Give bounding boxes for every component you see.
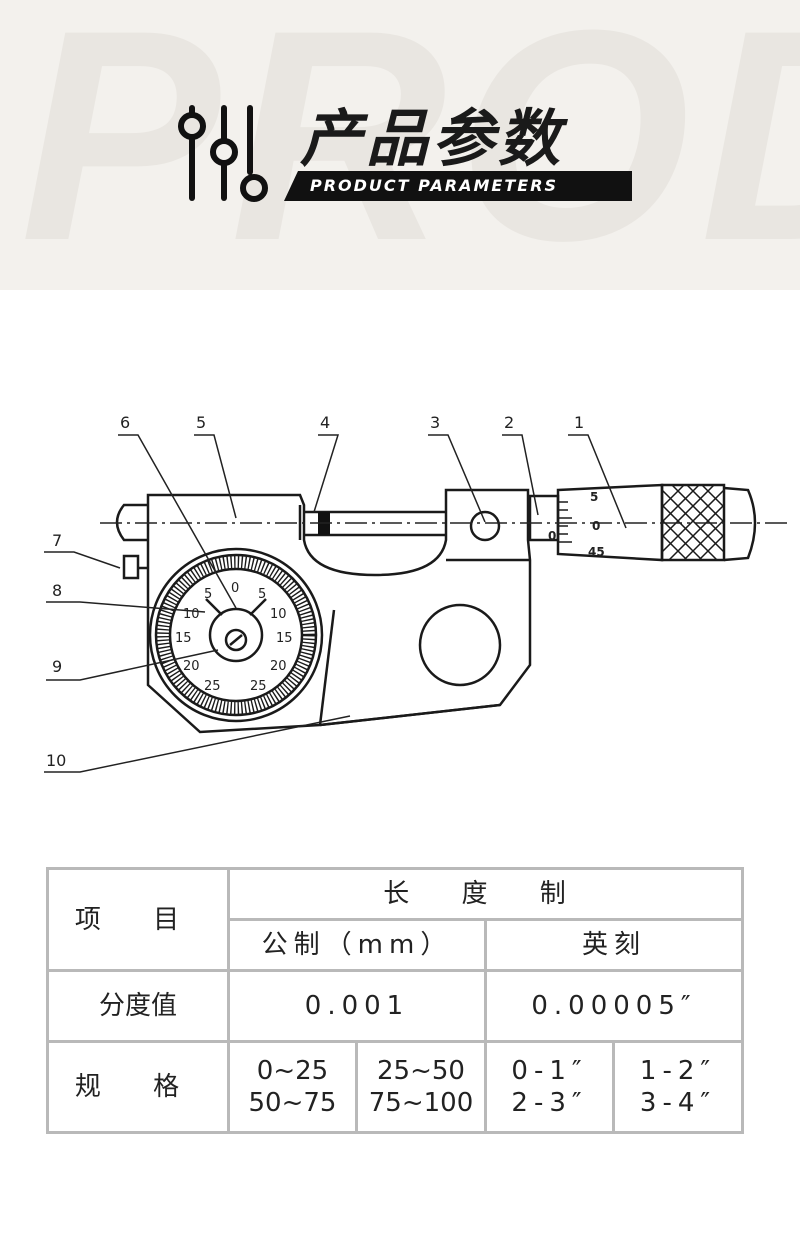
dial-number: 5: [258, 587, 266, 602]
metric-header-cell: 公制（mm）: [227, 918, 487, 972]
range-value: 25~50: [377, 1056, 465, 1086]
header-banner: PRODU 产品参数 PRODUCT PARAMETERS: [0, 0, 800, 290]
table-row: 规 格 0~25 50~75 25~50 75~100 0-1″ 2-3″ 1-…: [46, 1040, 744, 1134]
part-label-10: 10: [46, 751, 66, 770]
part-label-3: 3: [430, 413, 440, 432]
range-value: 50~75: [248, 1088, 337, 1118]
dial-number: 0: [231, 581, 239, 596]
subtitle-bar: [284, 171, 632, 201]
spec-label-cell: 规 格: [46, 1040, 230, 1134]
part-label-1: 1: [574, 413, 584, 432]
dial-number: 15: [175, 631, 192, 646]
sliders-icon: [178, 105, 268, 202]
watermark-text: PRODU: [20, 0, 800, 290]
spec-table: 项 目 长 度 制 公制（mm） 英刻 分度值 0.001 0.00005″ 规…: [46, 867, 744, 1134]
length-system-cell: 长 度 制: [227, 867, 744, 921]
dial-number: 25: [250, 679, 267, 694]
part-label-5: 5: [196, 413, 206, 432]
dial-number: 10: [183, 607, 200, 622]
dial-number: 20: [270, 659, 287, 674]
part-label-4: 4: [320, 413, 330, 432]
thimble-number: 5: [590, 490, 598, 504]
part-label-2: 2: [504, 413, 514, 432]
part-label-6: 6: [120, 413, 130, 432]
range-cell: 0-1″ 2-3″: [484, 1040, 615, 1134]
table-row: 项 目 长 度 制: [46, 867, 744, 972]
part-label-8: 8: [52, 581, 62, 600]
range-value: 1-2″: [639, 1056, 717, 1086]
range-cell: 0~25 50~75: [227, 1040, 358, 1134]
thimble-number: 45: [588, 545, 605, 559]
part-label-9: 9: [52, 657, 62, 676]
range-cell: 1-2″ 3-4″: [612, 1040, 744, 1134]
micrometer-diagram: 1 2 3 4 5 6 7 8 9 10 0 5 10 15 20 25 5 1…: [0, 290, 800, 830]
page-subtitle: PRODUCT PARAMETERS: [310, 176, 559, 195]
dial-number: 15: [276, 631, 293, 646]
imperial-header-cell: 英刻: [484, 918, 744, 972]
metric-resolution-cell: 0.001: [227, 969, 487, 1043]
imperial-resolution-cell: 0.00005″: [484, 969, 744, 1043]
table-row: 公制（mm） 英刻: [48, 918, 744, 972]
micrometer-drawing: 1 2 3 4 5 6 7 8 9 10 0 5 10 15 20 25 5 1…: [44, 413, 790, 773]
range-value: 3-4″: [639, 1088, 717, 1118]
range-value: 0~25: [256, 1056, 329, 1086]
dial-number: 25: [204, 679, 221, 694]
range-cell: 25~50 75~100: [355, 1040, 487, 1134]
dial-number: 5: [204, 587, 212, 602]
resolution-label-cell: 分度值: [46, 969, 230, 1043]
range-value: 0-1″: [511, 1056, 588, 1086]
sleeve-zero: 0: [548, 529, 556, 543]
part-label-7: 7: [52, 531, 62, 550]
table-row: 分度值 0.001 0.00005″: [46, 969, 744, 1043]
range-value: 75~100: [368, 1088, 474, 1118]
page-title: 产品参数: [300, 102, 565, 175]
dial-number: 20: [183, 659, 200, 674]
item-header-cell: 项 目: [46, 867, 230, 972]
dial-number: 10: [270, 607, 287, 622]
range-value: 2-3″: [511, 1088, 588, 1118]
thimble-number: 0: [592, 519, 600, 533]
